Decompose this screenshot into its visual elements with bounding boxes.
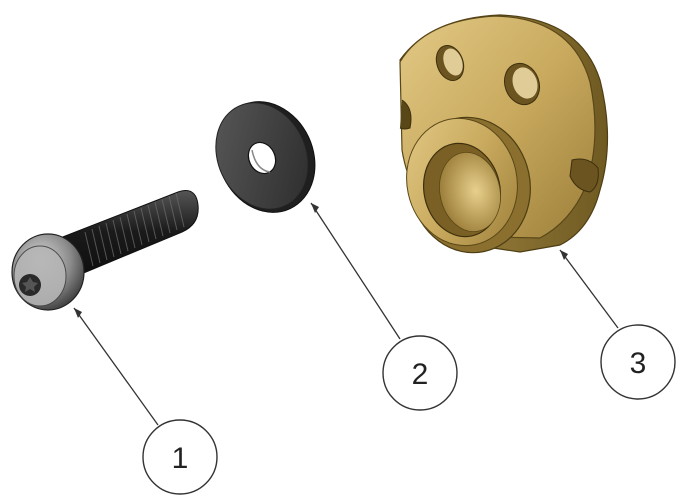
balloon-1-label: 1 — [172, 442, 189, 475]
leader-1 — [73, 307, 159, 426]
washer-part — [215, 101, 316, 213]
balloon-2: 2 — [382, 335, 458, 411]
balloon-3: 3 — [600, 324, 676, 400]
thread-lines — [84, 192, 185, 267]
screw-part — [11, 190, 199, 311]
leader-3 — [559, 249, 619, 329]
torx-socket — [19, 274, 41, 296]
balloon-3-label: 3 — [630, 347, 647, 380]
balloon-1: 1 — [142, 419, 218, 495]
flange-bushing-part — [399, 14, 609, 254]
leader-lines — [73, 202, 619, 426]
leader-2 — [310, 202, 401, 340]
balloon-2-label: 2 — [412, 358, 429, 391]
